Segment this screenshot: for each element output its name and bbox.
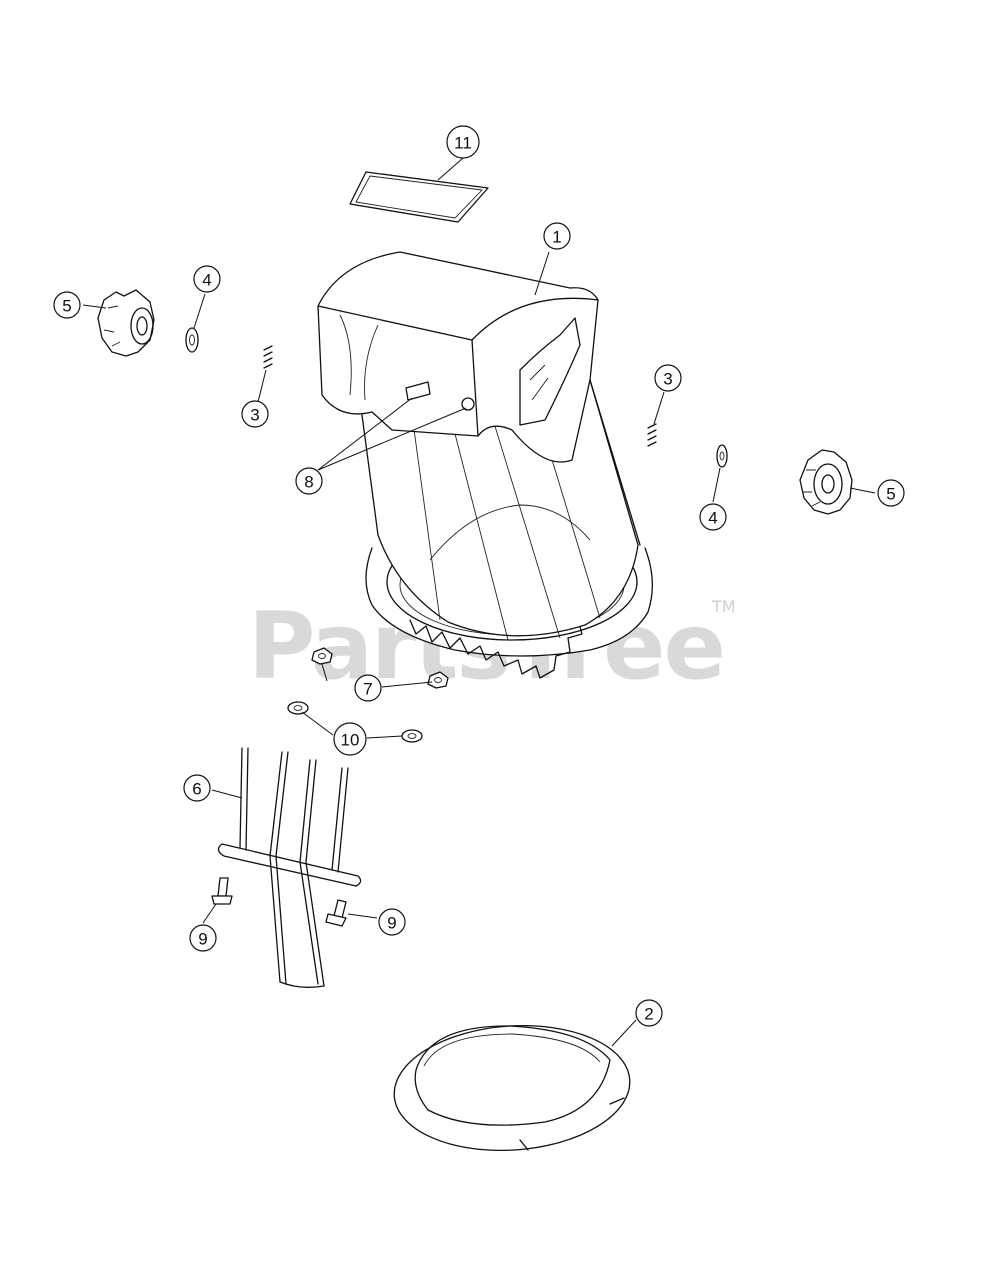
watermark-trademark: TM (711, 597, 736, 616)
callout-label: 4 (202, 271, 211, 290)
part-bracket[interactable] (217, 747, 362, 988)
part-nut-left[interactable] (311, 647, 333, 665)
part-bolt-left[interactable] (211, 877, 233, 905)
callout-5-right: 5 (877, 479, 905, 507)
part-chute-assembly[interactable] (317, 251, 653, 679)
part-flatwasher-left[interactable] (287, 701, 309, 715)
callout-label: 2 (644, 1005, 653, 1024)
part-nut-right[interactable] (427, 671, 449, 689)
callout-9-left: 9 (189, 924, 217, 952)
callout-3-left: 3 (241, 400, 269, 428)
callout-label: 6 (192, 780, 201, 799)
callout-10: 10 (333, 722, 367, 756)
callout-2: 2 (635, 999, 663, 1027)
callout-label: 8 (304, 473, 313, 492)
part-washer-right[interactable] (716, 444, 728, 468)
callout-label: 10 (341, 731, 360, 750)
callout-label: 11 (454, 134, 472, 153)
part-base-ring[interactable] (390, 1018, 634, 1158)
part-knob-right[interactable] (799, 449, 853, 515)
callout-7: 7 (354, 674, 382, 702)
callout-11: 11 (446, 125, 480, 159)
callout-label: 5 (62, 297, 71, 316)
leader-lines (82, 157, 876, 1047)
callout-label: 9 (387, 914, 396, 933)
part-decal[interactable] (349, 171, 489, 223)
part-washer-left[interactable] (185, 327, 199, 353)
callout-9-right: 9 (378, 908, 406, 936)
callout-5-left: 5 (53, 291, 81, 319)
part-lockwasher-right[interactable] (647, 423, 657, 447)
callout-1: 1 (543, 222, 571, 250)
callout-label: 4 (708, 509, 717, 528)
callout-8: 8 (295, 467, 323, 495)
callout-label: 3 (250, 406, 259, 425)
part-bolt-right[interactable] (325, 899, 347, 927)
callout-label: 1 (552, 228, 561, 247)
callout-4-left: 4 (193, 265, 221, 293)
callout-3-right: 3 (654, 364, 682, 392)
callout-label: 9 (198, 930, 207, 949)
part-lockwasher-left[interactable] (263, 345, 273, 369)
callout-label: 5 (886, 485, 895, 504)
callout-label: 3 (663, 370, 672, 389)
part-knob-left[interactable] (97, 289, 155, 357)
part-flatwasher-right[interactable] (401, 729, 423, 743)
callout-label: 7 (363, 680, 372, 699)
callout-4-right: 4 (699, 503, 727, 531)
callout-6: 6 (183, 774, 211, 802)
